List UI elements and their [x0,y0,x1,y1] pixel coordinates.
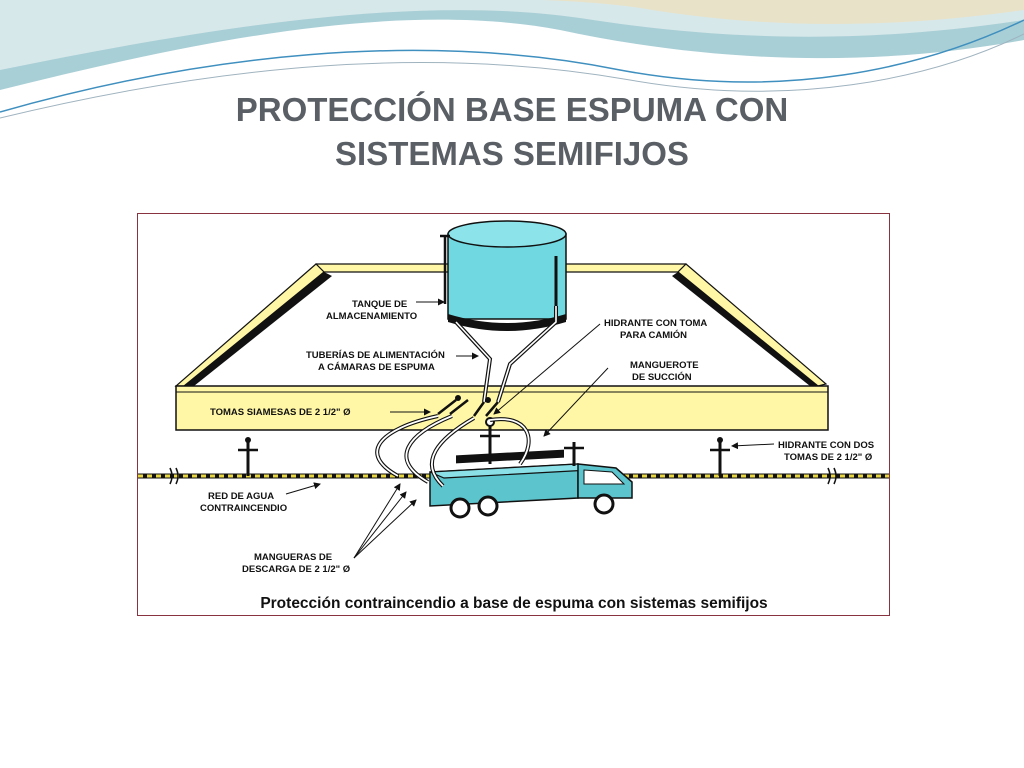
wave-line-gray [0,33,1024,119]
dike-left-wall-top [174,263,325,387]
truck-hose-bed [456,449,564,464]
label-tuberias-1: TUBERÍAS DE ALIMENTACIÓN [306,349,445,361]
feed-pipe-right-inner [497,306,557,403]
truck-wheel-1 [449,497,471,519]
truck-wheel-2 [477,495,499,517]
dike-right-wall-shadow [672,272,818,386]
storage-tank [440,220,567,331]
discharge-hoses [375,414,531,488]
foam-feed-pipes [454,306,558,403]
diagram-labels: TANQUE DE ALMACENAMIENTO TUBERÍAS DE ALI… [200,299,874,575]
label-hidrante-dos-2: TOMAS DE 2 1/2" Ø [784,452,872,463]
label-tuberias-2: A CÁMARAS DE ESPUMA [318,362,435,373]
slide-title: PROTECCIÓN BASE ESPUMA CON SISTEMAS SEMI… [0,88,1024,176]
hydrant-left [238,437,258,476]
label-hidrante-dos-1: HIDRANTE CON DOS [778,440,874,451]
wave-line-blue [0,19,1024,113]
label-manguerote-2: DE SUCCIÓN [632,371,692,383]
label-hidrante-toma-2: PARA CAMIÓN [620,329,687,341]
label-tanque-1: TANQUE DE [352,299,407,310]
label-mangueras-2: DESCARGA DE 2 1/2" Ø [242,564,350,575]
label-tomas-siamesas: TOMAS SIAMESAS DE 2 1/2" Ø [210,407,351,418]
label-red-agua-2: CONTRAINCENDIO [200,503,287,514]
truck-windshield [583,469,626,485]
truck-wheel-3 [593,493,615,515]
tank-base [448,314,566,331]
header-waves [0,0,1024,119]
siamese-valve-2 [485,397,491,403]
feed-pipe-left-inner [455,321,491,403]
label-tanque-2: ALMACENAMIENTO [326,311,417,322]
fire-truck [429,442,633,519]
hydrant-two-outlets [710,437,730,476]
diagram-caption: Protección contraincendio a base de espu… [260,595,767,612]
tank-ladder-pipe [440,234,450,304]
wave-band-sand [300,0,1024,24]
leader-lines [285,298,775,559]
label-hidrante-toma-1: HIDRANTE CON TOMA [604,318,707,329]
diagram-frame: TANQUE DE ALMACENAMIENTO TUBERÍAS DE ALI… [137,213,890,616]
slide-title-line-1: PROTECCIÓN BASE ESPUMA CON [235,91,789,128]
foam-system-diagram: TANQUE DE ALMACENAMIENTO TUBERÍAS DE ALI… [138,220,889,612]
siamese-valve-1 [455,395,461,401]
label-manguerote-1: MANGUEROTE [630,360,699,371]
slide-title-line-2: SISTEMAS SEMIFIJOS [335,135,689,172]
siamese-connections [437,395,499,417]
label-mangueras-1: MANGUERAS DE [254,552,332,563]
label-red-agua-1: RED DE AGUA [208,491,274,502]
dike-left-wall-shadow [184,272,332,386]
tank-top [447,220,567,248]
